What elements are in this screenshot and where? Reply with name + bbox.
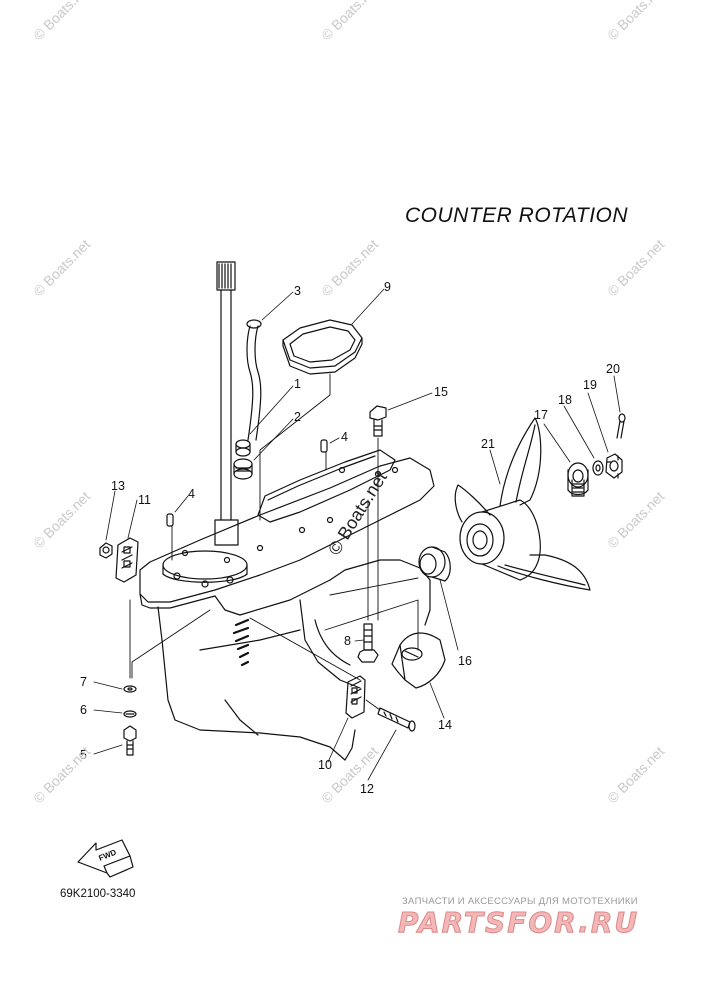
gasket [282,319,363,375]
part-label-7: 7 [80,675,87,689]
part-label-12: 12 [360,782,374,796]
bolt-15 [369,405,387,437]
drive-shaft [214,261,239,546]
dowel-pins [166,439,328,527]
screw-12 [377,707,416,732]
washer-17 [567,462,589,497]
part-label-19: 19 [583,378,597,392]
part-label-9: 9 [384,280,391,294]
part-label-5: 5 [80,748,87,762]
part-label-6: 6 [80,703,87,717]
part-label-14: 14 [438,718,452,732]
trim-tab [391,632,446,689]
part-label-3: 3 [294,284,301,298]
part-label-10: 10 [318,758,332,772]
diagram-title: COUNTER ROTATION [405,204,629,227]
guide-lines [129,373,419,711]
part-label-20: 20 [606,362,620,376]
spacer [418,546,451,582]
part-label-4-left: 4 [188,487,195,501]
nut-13 [99,542,113,559]
cotter-pin [616,413,626,439]
bolt-8 [357,623,379,663]
propeller [454,417,591,591]
part-label-2: 2 [294,410,301,424]
grommet-10 [345,675,366,719]
part-label-11: 11 [138,493,151,507]
part-label-21: 21 [481,437,495,451]
shop-logo: PARTSFOR.RU [397,906,640,940]
part-label-16: 16 [458,654,472,668]
water-tube [233,319,262,480]
nut-19 [605,453,623,479]
bolt-5-set [123,685,137,756]
shop-tagline: ЗАПЧАСТИ И АКСЕССУАРЫ ДЛЯ МОТОТЕХНИКИ [402,896,638,907]
part-label-18: 18 [558,393,572,407]
part-label-1: 1 [294,377,301,391]
part-label-8: 8 [344,634,351,648]
diagram-code: 69K2100-3340 [60,888,136,900]
grommet-11 [115,537,139,583]
leader-lines [93,288,621,781]
washer-18 [592,460,604,476]
part-label-15: 15 [434,385,448,399]
fwd-arrow [77,839,134,878]
part-label-13: 13 [111,479,125,493]
lower-casing [139,449,435,761]
part-label-17: 17 [534,408,548,422]
part-label-4-right: 4 [341,430,348,444]
